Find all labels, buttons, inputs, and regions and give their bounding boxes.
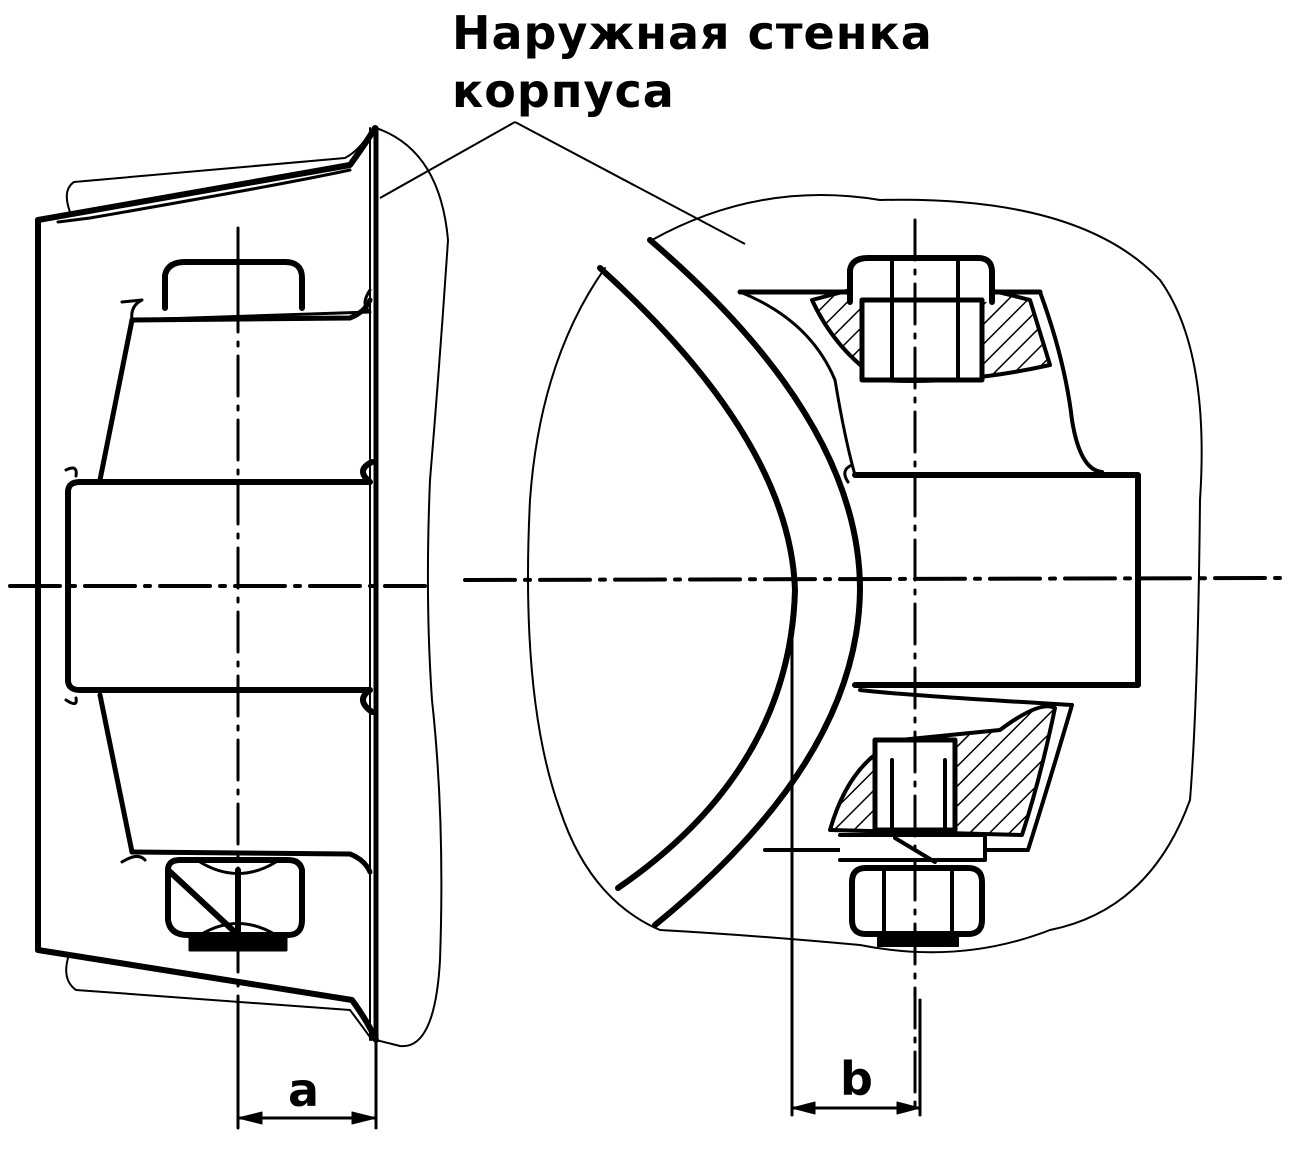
leader-line-right bbox=[514, 121, 746, 245]
callout-label: Наружная стенка корпуса bbox=[452, 4, 933, 120]
upper-bolt-head-right bbox=[847, 255, 995, 305]
housing-arc-outer bbox=[597, 265, 798, 891]
callout-line-2: корпуса bbox=[452, 64, 675, 118]
left-break-line bbox=[375, 127, 449, 1048]
upper-bolt-head-left bbox=[162, 259, 305, 311]
left-view bbox=[8, 125, 449, 1130]
right-break-line bbox=[527, 194, 1203, 954]
dimension-label-b: b bbox=[840, 1052, 873, 1106]
lower-nut-right bbox=[849, 865, 985, 937]
leader-line-left bbox=[379, 121, 516, 199]
dimension-label-a: a bbox=[288, 1063, 320, 1117]
callout-leaders bbox=[379, 121, 746, 245]
right-shaft bbox=[852, 472, 1141, 688]
left-shaft bbox=[65, 459, 375, 495]
right-view bbox=[463, 194, 1287, 1117]
housing-arc-inner bbox=[647, 237, 863, 928]
callout-line-1: Наружная стенка bbox=[452, 6, 933, 60]
